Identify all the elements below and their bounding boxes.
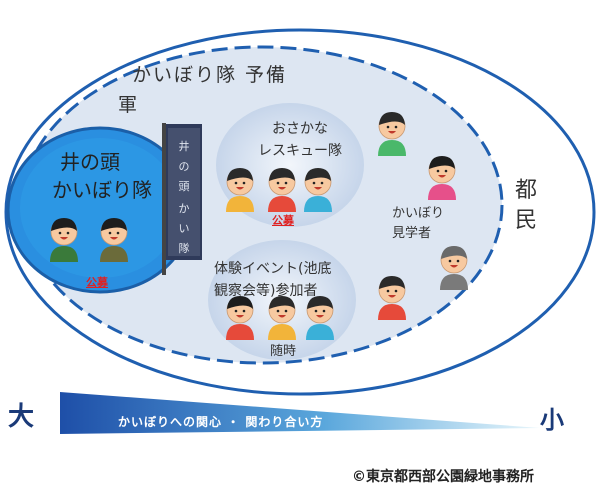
people-layer	[50, 112, 468, 340]
scale-bar-label: かいぼりへの関心 ・ 関わり合い方	[118, 415, 324, 429]
svg-text:の: の	[179, 160, 190, 173]
person-icon	[226, 296, 254, 340]
person-icon	[268, 168, 296, 212]
citizen-line2: 民	[514, 208, 537, 233]
banner-icon: 井 の 頭 か い 隊	[162, 123, 202, 275]
person-icon	[306, 296, 334, 340]
svg-text:隊: 隊	[179, 241, 190, 255]
citizen-label: 都 民	[514, 176, 538, 236]
svg-text:頭: 頭	[179, 180, 190, 193]
scale-bar	[60, 392, 540, 434]
event-anytime: 随時	[270, 344, 297, 359]
inokashira-line2: かいぼり隊	[52, 178, 152, 202]
person-icon	[226, 168, 254, 212]
person-icon	[304, 168, 332, 212]
visitor-line2: 見学者	[392, 226, 432, 241]
inokashira-line1: 井の頭	[60, 150, 120, 174]
event-label: 体験イベント(池底 観察会等)参加者	[214, 258, 331, 302]
reserve-title: かいぼり隊 予備	[132, 64, 288, 86]
person-icon	[428, 156, 456, 200]
rescue-line2: レスキュー隊	[258, 143, 342, 159]
citizen-line1: 都	[514, 178, 537, 203]
rescue-recruit: 公募	[272, 214, 294, 227]
scale-big-label: 大	[8, 402, 35, 432]
visitor-line1: かいぼり	[392, 206, 445, 221]
person-icon	[100, 218, 128, 262]
svg-text:か: か	[179, 202, 190, 215]
rescue-bubble	[216, 103, 364, 227]
event-line1: 体験イベント(池底	[214, 261, 332, 277]
person-icon	[378, 112, 406, 156]
credit: ©東京都西部公園緑地事務所	[352, 469, 534, 485]
svg-text:井: 井	[179, 139, 190, 153]
inokashira-label: 井の頭 かいぼり隊	[52, 148, 152, 204]
reserve-title-cont: 軍	[118, 94, 138, 116]
rescue-label: おさかな レスキュー隊	[240, 118, 360, 162]
person-icon	[378, 276, 406, 320]
scale-small-label: 小	[540, 406, 564, 434]
person-icon	[50, 218, 78, 262]
rescue-line1: おさかな	[272, 121, 328, 137]
svg-text:い: い	[179, 222, 190, 235]
inokashira-recruit: 公募	[86, 276, 108, 289]
event-line2: 観察会等)参加者	[214, 283, 318, 299]
person-icon	[268, 296, 296, 340]
person-icon	[440, 246, 468, 290]
visitor-label: かいぼり 見学者	[392, 204, 444, 244]
